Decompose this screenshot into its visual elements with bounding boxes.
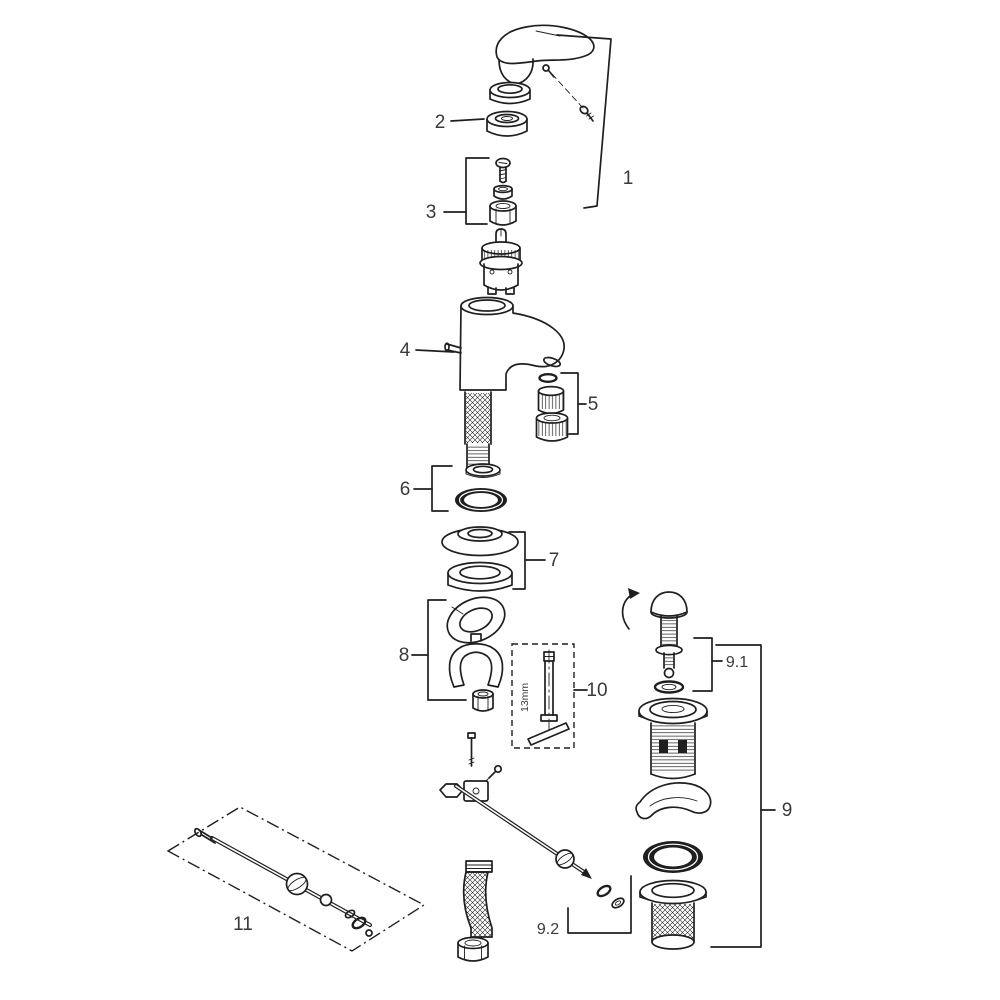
part-6-bracket xyxy=(431,465,453,512)
handle-screw-lower xyxy=(579,105,594,122)
part-7-base-rings xyxy=(441,526,519,592)
part-4-leader xyxy=(415,349,455,353)
part-2-ring xyxy=(486,110,528,137)
part-8-bracket xyxy=(427,599,467,701)
handle-lever xyxy=(495,24,595,85)
part-4-faucet-body xyxy=(444,296,565,391)
part-10-tool-box: 13mm xyxy=(511,643,575,749)
handle-cap-ring xyxy=(489,81,531,105)
drain-pivot-seat xyxy=(635,782,712,820)
drain-oring xyxy=(643,841,703,873)
part-label-3: 3 xyxy=(426,202,437,223)
rod-arrowhead xyxy=(581,868,592,879)
part-label-2: 2 xyxy=(435,112,446,133)
part-3-washer xyxy=(493,184,513,200)
part-3-nut xyxy=(489,200,517,226)
part-label-6: 6 xyxy=(400,479,411,500)
part-3-screw xyxy=(495,157,511,184)
tool-size-note: 13mm xyxy=(519,683,531,712)
part-9-2-bracket xyxy=(567,875,632,934)
part-5-aerator-set xyxy=(535,373,569,442)
part-label-7: 7 xyxy=(549,550,560,571)
handle-screw-upper xyxy=(542,64,555,78)
part-6-seal-set xyxy=(455,463,507,512)
part-label-10: 10 xyxy=(586,680,607,701)
part-label-8: 8 xyxy=(399,645,410,666)
part-9-1-bracket xyxy=(692,637,713,692)
part-11-rod-kit xyxy=(166,806,426,952)
part-2-leader xyxy=(450,118,485,122)
knob-washer xyxy=(653,680,685,694)
base-oring xyxy=(455,488,507,512)
part-9-1-knob xyxy=(621,588,688,694)
aerator-oring xyxy=(538,373,558,384)
drain-top-flange xyxy=(638,697,708,780)
part-label-9-1: 9.1 xyxy=(726,654,748,671)
part-label-9: 9 xyxy=(782,800,793,821)
cartridge-ribs xyxy=(483,250,519,261)
part-label-5: 5 xyxy=(588,394,599,415)
drain-strainer-body xyxy=(639,879,707,950)
part-11-box xyxy=(166,806,426,952)
part-9-2-seals xyxy=(596,884,625,909)
part-1-bracket xyxy=(556,34,612,209)
part-3-bracket xyxy=(465,157,490,225)
part-label-9-2: 9.2 xyxy=(537,921,559,938)
long-pin-screw xyxy=(467,732,476,767)
supply-hose-shank xyxy=(464,391,492,473)
rotation-arrowhead xyxy=(628,588,640,599)
part-label-4: 4 xyxy=(400,340,411,361)
popup-lever-rod xyxy=(454,784,592,879)
part-8-mounting-set xyxy=(446,596,506,712)
horseshoe-bracket xyxy=(448,642,504,688)
cartridge xyxy=(479,228,523,295)
part-label-1: 1 xyxy=(623,168,634,189)
spout-outlet xyxy=(542,356,562,368)
screw-axis-dashed-line xyxy=(551,73,584,109)
part-9-bracket xyxy=(710,644,762,948)
flex-hose xyxy=(457,860,493,962)
part-label-11: 11 xyxy=(233,914,253,935)
